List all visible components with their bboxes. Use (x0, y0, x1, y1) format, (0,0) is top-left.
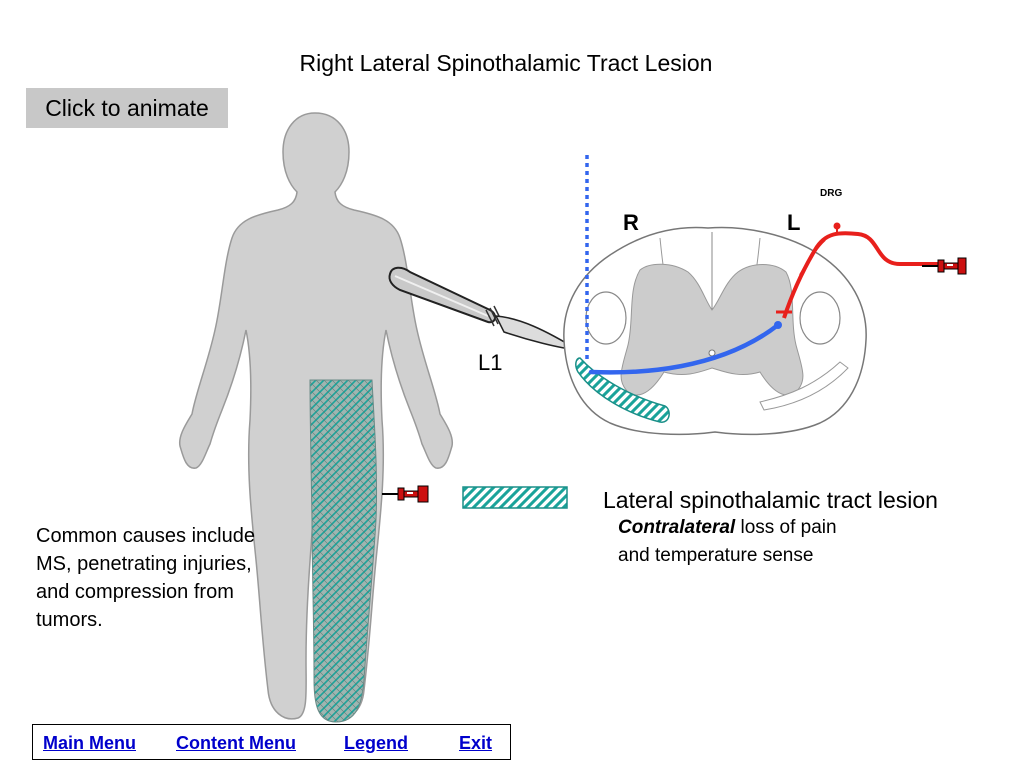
sensory-nerve-line (776, 222, 940, 319)
lesion-legend-description: Contralateral loss of pain and temperatu… (618, 514, 918, 570)
lesion-legend-title: Lateral spinothalamic tract lesion (603, 487, 938, 513)
spinal-cord-section (563, 226, 867, 436)
navigation-bar: Main Menu Content Menu Legend Exit (32, 724, 511, 760)
content-menu-link[interactable]: Content Menu (176, 733, 296, 753)
contralateral-emphasis: Contralateral (618, 517, 736, 538)
spinothalamic-tract-line (588, 322, 781, 375)
right-side-label: R (623, 210, 639, 235)
page-title: Right Lateral Spinothalamic Tract Lesion (299, 50, 713, 76)
description-line2: and temperature sense (618, 545, 814, 566)
animate-button[interactable]: Click to animate (26, 88, 228, 128)
human-body-figure (178, 112, 454, 723)
pushpin-icon (382, 485, 429, 503)
pushpin-icon (922, 257, 967, 275)
common-causes-text: Common causes include MS, penetrating in… (36, 525, 255, 631)
description-rest: loss of pain (735, 517, 837, 538)
main-menu-link[interactable]: Main Menu (43, 733, 136, 753)
left-side-label: L (787, 210, 801, 235)
spinal-level-label: L1 (478, 350, 503, 375)
scalpel-icon (388, 266, 579, 351)
exit-link[interactable]: Exit (459, 733, 493, 753)
legend-link[interactable]: Legend (344, 733, 409, 753)
drg-label: DRG (820, 188, 843, 199)
lesion-legend-swatch (462, 486, 568, 509)
